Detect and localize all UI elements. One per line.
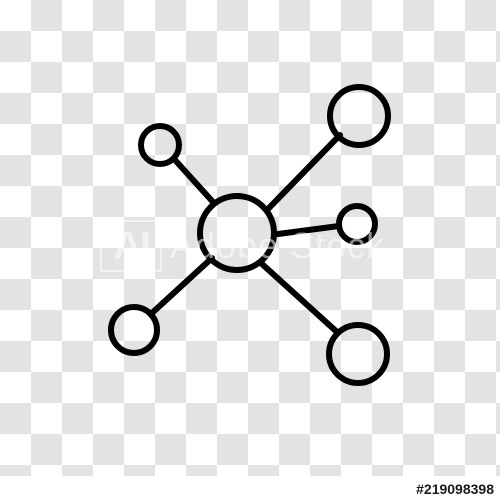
node-bottom-left — [108, 304, 160, 356]
node-right — [336, 203, 378, 245]
connector-bottom-right — [259, 261, 340, 335]
central-node — [197, 193, 277, 273]
node-bottom-right — [326, 322, 390, 386]
footer-bar: #219098398 — [0, 476, 500, 500]
connector-right — [275, 223, 342, 237]
image-id-label: #219098398 — [416, 481, 494, 497]
connector-top-left — [172, 157, 216, 205]
node-top-right — [327, 84, 391, 148]
connector-top-right — [264, 132, 343, 213]
connector-bottom-left — [149, 255, 215, 316]
node-top-left — [138, 123, 182, 167]
